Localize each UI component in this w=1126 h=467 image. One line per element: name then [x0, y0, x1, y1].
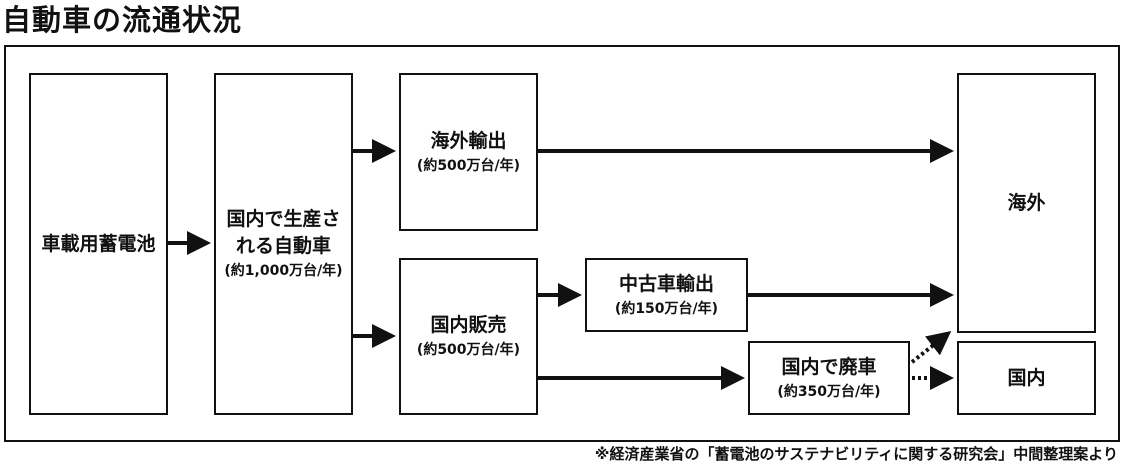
export-sub: (約500万台/年)	[416, 157, 521, 174]
export-label: 海外輸出	[430, 129, 507, 152]
used-export-label: 中古車輸出	[618, 272, 714, 295]
scrap-sub: (約350万台/年)	[777, 383, 881, 400]
domestic-sales-sub: (約500万台/年)	[416, 342, 521, 358]
scrap-label: 国内で廃車	[781, 355, 877, 378]
used-export-box: 中古車輸出 (約150万台/年)	[585, 258, 748, 332]
production-sub: (約1,000万台/年)	[224, 263, 343, 279]
battery-label: 車載用蓄電池	[41, 232, 156, 255]
scrap-box: 国内で廃車 (約350万台/年)	[748, 341, 910, 415]
diagram-frame	[4, 45, 1120, 442]
page-title: 自動車の流通状況	[2, 3, 243, 37]
production-box: 国内で生産される自動車 (約1,000万台/年)	[214, 73, 353, 415]
domestic-label: 国内	[1007, 366, 1046, 389]
source-footnote: ※経済産業省の「蓄電池のサステナビリティに関する研究会」中間整理案より	[594, 445, 1118, 463]
domestic-sales-label: 国内販売	[430, 314, 507, 336]
domestic-sales-box: 国内販売 (約500万台/年)	[399, 258, 538, 415]
dotted-arrow-scrap-to-overseas	[910, 331, 952, 364]
production-label: 国内で生産される自動車	[226, 208, 341, 257]
used-export-sub: (約150万台/年)	[614, 300, 719, 317]
overseas-label: 海外	[1007, 191, 1046, 214]
domestic-box: 国内	[957, 341, 1096, 415]
battery-box: 車載用蓄電池	[29, 73, 168, 415]
export-box: 海外輸出 (約500万台/年)	[399, 73, 538, 231]
overseas-box: 海外	[957, 73, 1096, 333]
